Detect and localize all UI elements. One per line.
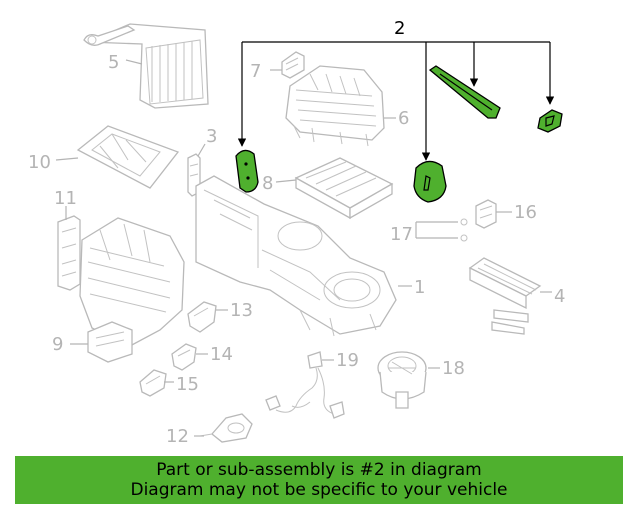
sensor-part-12[interactable] — [199, 413, 253, 443]
callout-18: 18 — [442, 358, 465, 379]
evaporator-core-part[interactable] — [83, 23, 209, 109]
callout-1: 1 — [414, 277, 425, 298]
bracket-part-11[interactable] — [57, 215, 81, 291]
callout-2-leaders — [237, 41, 555, 161]
banner-line-1: Part or sub-assembly is #2 in diagram — [156, 460, 482, 480]
callout-13: 13 — [230, 300, 253, 321]
wiring-harness-part[interactable] — [265, 351, 345, 419]
cabin-filter-part[interactable] — [294, 157, 394, 220]
bracket-part-7[interactable] — [281, 51, 305, 79]
actuator-part-13[interactable] — [187, 301, 217, 333]
actuator-part-15[interactable] — [139, 369, 167, 397]
part-2-seal-center[interactable] — [413, 160, 447, 203]
upper-housing-part[interactable] — [285, 65, 385, 147]
callout-10: 10 — [28, 152, 51, 173]
callout-17: 17 — [390, 224, 413, 245]
callout-9: 9 — [52, 334, 63, 355]
callout-12: 12 — [166, 426, 189, 447]
actuator-part-14[interactable] — [171, 343, 197, 371]
sensor-part-16[interactable] — [475, 199, 497, 229]
callout-7: 7 — [250, 61, 261, 82]
callout-5: 5 — [108, 52, 119, 73]
callout-19: 19 — [336, 350, 359, 371]
callout-16: 16 — [514, 202, 537, 223]
hvac-unit-part[interactable] — [79, 217, 185, 363]
info-banner: Part or sub-assembly is #2 in diagram Di… — [15, 456, 623, 504]
filter-frame-part[interactable] — [76, 125, 180, 189]
blower-motor-part[interactable] — [377, 351, 427, 409]
callout-4: 4 — [554, 286, 565, 307]
callout-2: 2 — [394, 18, 405, 39]
callout-15: 15 — [176, 374, 199, 395]
callout-8: 8 — [262, 173, 273, 194]
callout-6: 6 — [398, 108, 409, 129]
part-2-gasket-long[interactable] — [428, 65, 501, 119]
callout-11: 11 — [54, 188, 77, 209]
screws-part-17[interactable] — [415, 218, 468, 242]
hvac-case-part[interactable] — [195, 175, 397, 337]
banner-line-2: Diagram may not be specific to your vehi… — [130, 480, 508, 500]
callout-14: 14 — [210, 344, 233, 365]
heater-core-part[interactable] — [468, 257, 542, 335]
callout-3: 3 — [206, 126, 217, 147]
part-2-grommet-small[interactable] — [537, 109, 563, 133]
part-2-seal-left[interactable] — [235, 149, 259, 193]
parts-diagram: 5 7 6 2 — [28, 18, 565, 447]
